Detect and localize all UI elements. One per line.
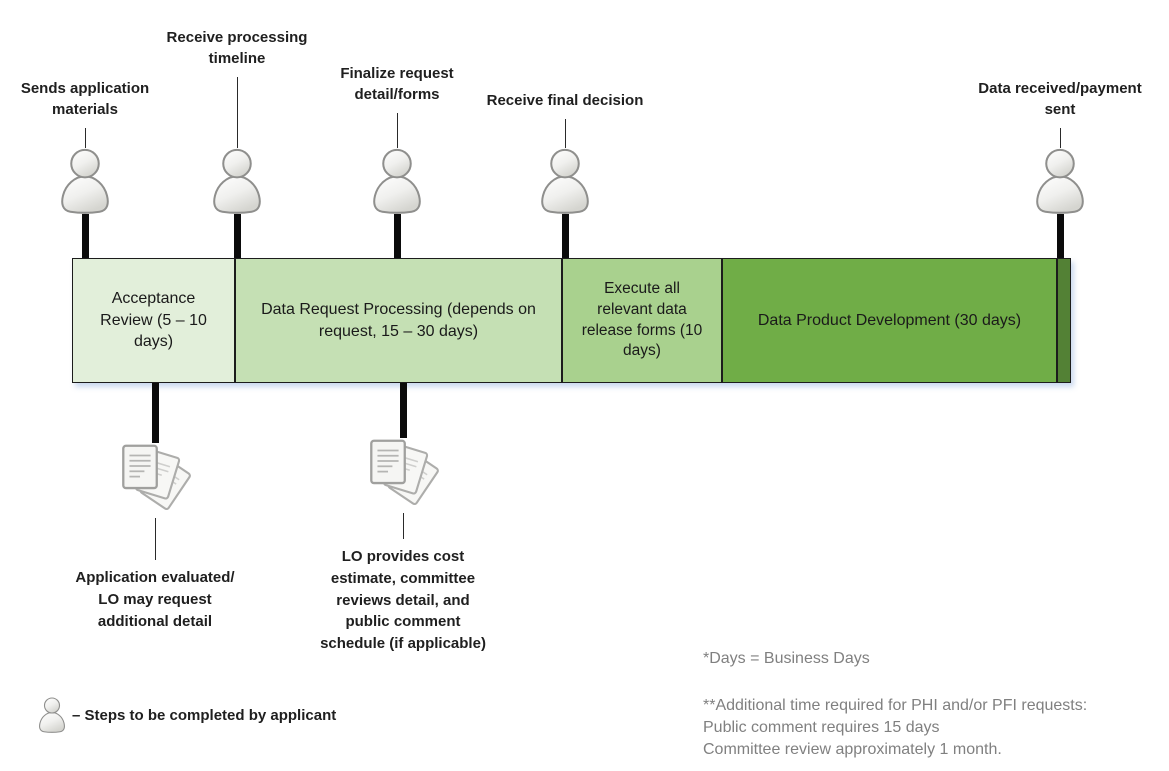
footnote-public-comment: Public comment requires 15 days xyxy=(703,719,940,737)
segment-data-request-processing: Data Request Processing (depends on requ… xyxy=(235,258,562,383)
person-icon xyxy=(1030,148,1090,214)
annotation-lo-cost-estimate: LO provides cost estimate, committee rev… xyxy=(293,383,513,655)
segment-end-cap xyxy=(1057,258,1071,383)
timeline-bar: Acceptance Review (5 – 10 days) Data Req… xyxy=(72,258,1071,383)
milestone-stem xyxy=(561,214,569,258)
annotation-label: Application evaluated/ LO may request ad… xyxy=(75,569,235,630)
milestone-label: Receive final decision xyxy=(486,92,644,109)
annotation-application-evaluated: Application evaluated/ LO may request ad… xyxy=(45,383,265,632)
connector-line xyxy=(1059,128,1061,148)
annotation-stem xyxy=(399,383,407,438)
segment-data-product-development: Data Product Development (30 days) xyxy=(722,258,1057,383)
footnote-committee-review: Committee review approximately 1 month. xyxy=(703,741,1002,759)
connector-line xyxy=(402,513,404,539)
milestone-label: Finalize request detail/forms xyxy=(340,65,454,103)
milestone-data-received: Data received/payment sent xyxy=(970,78,1150,258)
person-icon xyxy=(55,148,115,214)
milestone-final-decision: Receive final decision xyxy=(475,90,655,258)
milestone-stem xyxy=(81,214,89,258)
milestone-sends-application: Sends application materials xyxy=(0,78,175,258)
footnote-additional-time: **Additional time required for PHI and/o… xyxy=(703,697,1088,715)
legend: – Steps to be completed by applicant xyxy=(36,697,336,733)
connector-line xyxy=(154,518,156,560)
footnotes: *Days = Business Days **Additional time … xyxy=(703,648,1087,761)
footnote-business-days: *Days = Business Days xyxy=(703,650,870,667)
connector-line xyxy=(236,77,238,148)
milestone-label: Receive processing timeline xyxy=(166,29,308,67)
documents-icon xyxy=(118,444,192,518)
legend-label: – Steps to be completed by applicant xyxy=(72,706,337,724)
milestone-receive-timeline: Receive processing timeline xyxy=(147,27,327,258)
connector-line xyxy=(396,113,398,148)
milestone-label: Data received/payment sent xyxy=(978,80,1142,118)
connector-line xyxy=(84,128,86,148)
annotation-label: LO provides cost estimate, committee rev… xyxy=(320,548,486,652)
connector-line xyxy=(564,119,566,148)
person-icon xyxy=(367,148,427,214)
documents-icon xyxy=(366,439,440,513)
annotation-stem xyxy=(151,383,159,443)
milestone-stem xyxy=(233,214,241,258)
milestone-label: Sends application materials xyxy=(20,80,150,118)
milestone-stem xyxy=(393,214,401,258)
milestone-finalize-request: Finalize request detail/forms xyxy=(307,63,487,258)
segment-execute-release-forms: Execute all relevant data release forms … xyxy=(562,258,722,383)
person-icon xyxy=(36,697,68,733)
segment-acceptance-review: Acceptance Review (5 – 10 days) xyxy=(72,258,235,383)
person-icon xyxy=(207,148,267,214)
milestone-stem xyxy=(1056,214,1064,258)
person-icon xyxy=(535,148,595,214)
